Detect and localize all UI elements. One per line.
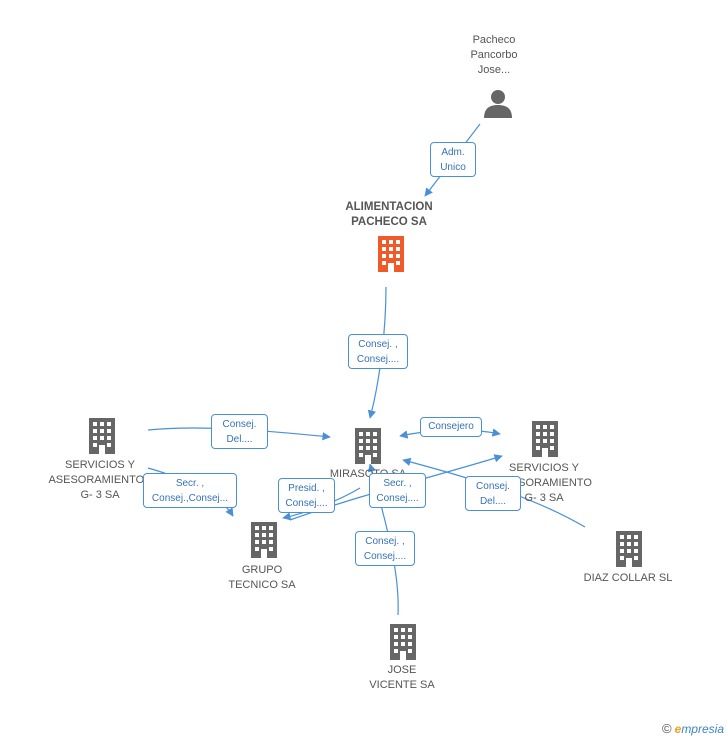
edge-label-line: Consej.	[476, 481, 510, 492]
label-line: ASESORAMIENTOS	[48, 474, 152, 486]
edge-label-consej-bottom[interactable]: Consej. , Consej....	[355, 531, 415, 566]
building-icon[interactable]	[375, 236, 407, 272]
edge-label-line: Del....	[479, 496, 507, 507]
copyright-symbol: ©	[662, 721, 672, 736]
edge-label-line: Del....	[226, 434, 253, 445]
company-label-alimentacion: ALIMENTACION PACHECO SA	[329, 200, 449, 230]
company-label-servicios-left: SERVICIOS Y ASESORAMIENTOS G- 3 SA	[40, 458, 160, 503]
edge-label-secr-left[interactable]: Secr. , Consej.,Consej...	[143, 473, 237, 508]
brand-logo: ©empresia	[662, 721, 724, 736]
label-line: JOSE	[387, 664, 417, 676]
label-line: Jose...	[477, 64, 511, 76]
edge-label-line: Consej. ,	[358, 339, 398, 350]
label-line: VICENTE SA	[369, 679, 435, 691]
label-line: G- 3 SA	[80, 489, 120, 501]
edge-label-adm-unico[interactable]: Adm. Unico	[430, 142, 476, 177]
label-line: GRUPO	[241, 564, 283, 576]
edge-label-line: Secr. ,	[175, 478, 205, 489]
edge-label-line: Consej.	[222, 419, 257, 430]
edge-label-line: Consej....	[376, 493, 419, 504]
edge-label-line: Unico	[440, 162, 466, 173]
building-icon[interactable]	[529, 421, 561, 457]
edge-label-line: Consej....	[285, 498, 328, 509]
edge-label-line: Consej....	[356, 354, 400, 365]
edge-label-line: Consej. ,	[365, 536, 405, 547]
building-icon[interactable]	[613, 531, 645, 567]
edge-label-line: Presid. ,	[288, 483, 325, 494]
building-icon[interactable]	[387, 624, 419, 660]
label-line: Pancorbo	[470, 49, 518, 61]
building-icon[interactable]	[86, 418, 118, 454]
building-icon[interactable]	[352, 428, 384, 464]
edge-label-line: Secr. ,	[383, 478, 412, 489]
company-label-jose-vicente: JOSE VICENTE SA	[352, 663, 452, 693]
edge-label-line: Consej....	[363, 551, 407, 562]
edge-label-presid[interactable]: Presid. , Consej....	[278, 478, 335, 513]
edge-label-consejero[interactable]: Consejero	[420, 417, 482, 437]
edge-label-secr-center[interactable]: Secr. , Consej....	[369, 473, 426, 508]
edge-label-consej-del-left[interactable]: Consej. Del....	[211, 414, 268, 449]
person-label-pacheco: Pacheco Pancorbo Jose...	[444, 33, 544, 78]
edge-label-line: Consej.,Consej...	[151, 493, 229, 504]
edge-label-consej-del-right[interactable]: Consej. Del....	[465, 476, 521, 511]
label-line: G- 3 SA	[524, 492, 564, 504]
building-icon[interactable]	[248, 522, 280, 558]
label-line: SERVICIOS Y	[509, 462, 579, 474]
edge-label-consej-top[interactable]: Consej. , Consej....	[348, 334, 408, 369]
label-line: TECNICO SA	[228, 579, 296, 591]
person-icon[interactable]	[483, 88, 513, 118]
company-label-grupo-tecnico: GRUPO TECNICO SA	[212, 563, 312, 593]
edge-label-line: Adm.	[441, 147, 465, 158]
label-line: DIAZ COLLAR SL	[583, 572, 673, 584]
brand-name: mpresia	[681, 722, 724, 736]
label-line: Pacheco	[472, 34, 516, 46]
edge-label-line: Consejero	[428, 421, 474, 432]
company-label-diaz-collar: DIAZ COLLAR SL	[576, 571, 680, 586]
label-line: ALIMENTACION	[345, 201, 433, 213]
label-line: PACHECO SA	[351, 216, 427, 228]
brand-e: e	[674, 722, 682, 736]
label-line: SERVICIOS Y	[65, 459, 135, 471]
